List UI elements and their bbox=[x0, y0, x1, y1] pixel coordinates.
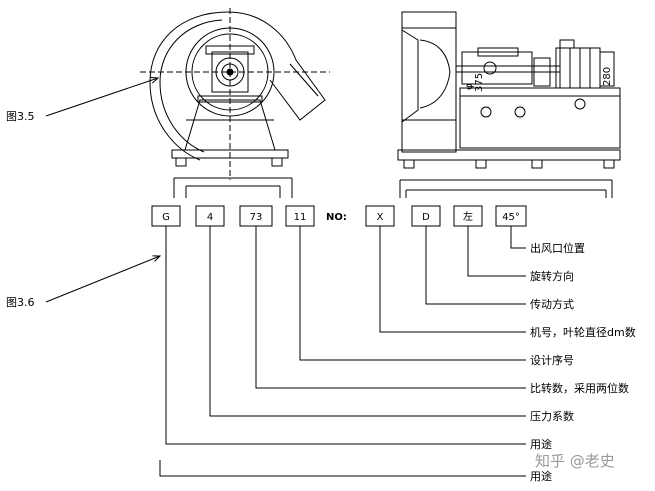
fan-front-view bbox=[140, 8, 330, 198]
desc-rotation-direction: 旋转方向 bbox=[530, 269, 574, 283]
code-11: 11 bbox=[294, 212, 307, 223]
no-label: NO: bbox=[326, 212, 347, 223]
desc-machine-number: 机号，叶轮直径dm数 bbox=[530, 325, 636, 339]
figure-arrow-3-6 bbox=[45, 256, 160, 303]
code-4: 4 bbox=[207, 212, 213, 223]
code-73: 73 bbox=[250, 212, 263, 223]
desc-pressure-coefficient: 压力系数 bbox=[530, 410, 574, 423]
desc-drive-mode: 传动方式 bbox=[530, 297, 574, 311]
watermark-text: 知乎 @老史 bbox=[535, 452, 615, 470]
motor-dim-text: 375 bbox=[474, 73, 485, 92]
code-left: 左 bbox=[463, 210, 473, 223]
motor-dim-mark: φ bbox=[464, 83, 475, 90]
desc-specific-speed: 比转数，采用两位数 bbox=[530, 381, 629, 395]
code-g: G bbox=[162, 212, 170, 223]
code-d: D bbox=[422, 212, 430, 223]
fan-side-view bbox=[397, 11, 621, 198]
code-45: 45° bbox=[502, 212, 520, 223]
code-x: X bbox=[377, 212, 384, 223]
desc-purpose-2: 用途 bbox=[530, 469, 552, 483]
desc-purpose: 用途 bbox=[530, 437, 552, 451]
figure-label-3-6: 图3.6 bbox=[6, 296, 35, 309]
figure-arrow-3-5 bbox=[45, 78, 158, 117]
figure-label-3-5: 图3.5 bbox=[6, 110, 35, 123]
leader-lines bbox=[159, 226, 526, 477]
motor-size-text: 280 bbox=[602, 67, 613, 86]
desc-design-serial: 设计序号 bbox=[530, 353, 574, 367]
desc-outlet-position: 出风口位置 bbox=[530, 241, 585, 255]
